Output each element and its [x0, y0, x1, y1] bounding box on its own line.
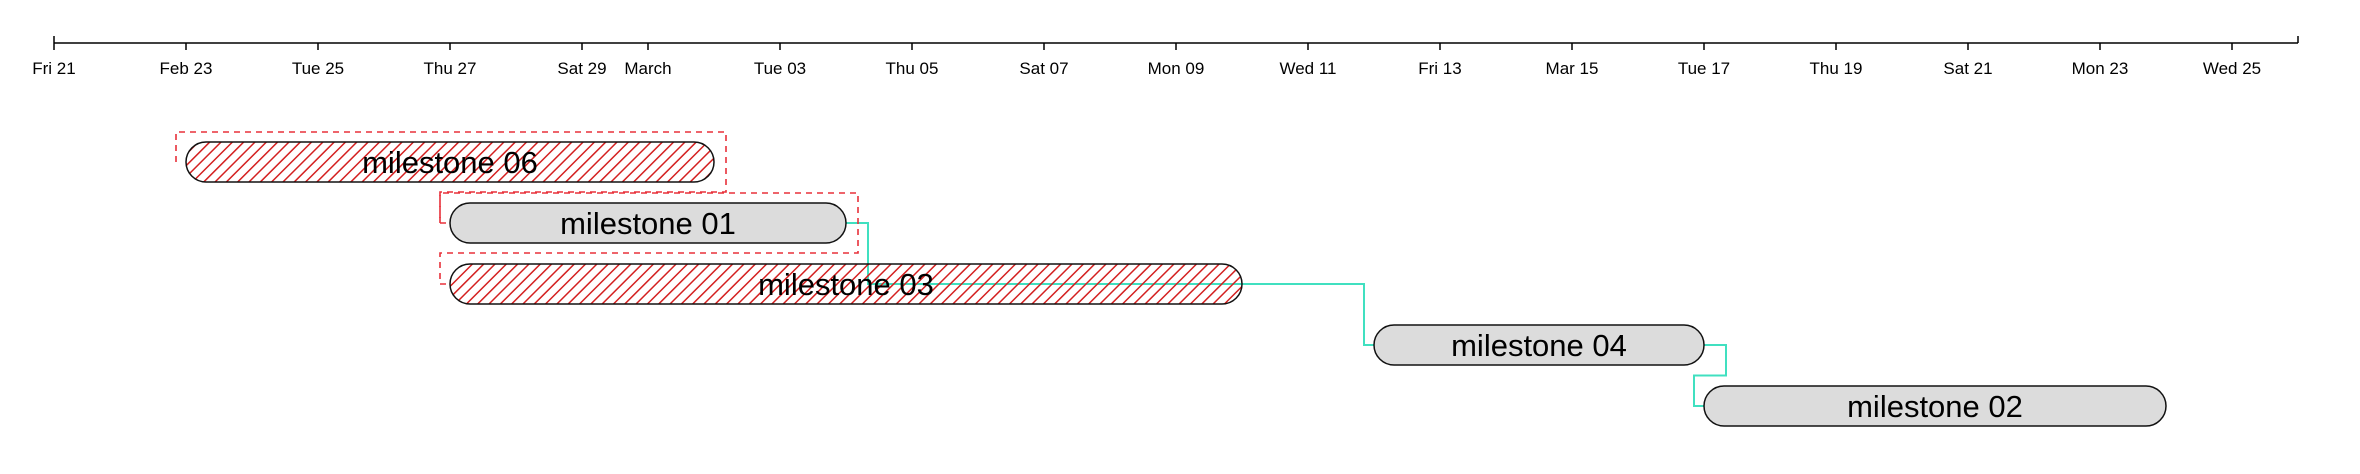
tick-label: Wed 25: [2203, 59, 2261, 78]
tick-label: Fri 13: [1418, 59, 1461, 78]
task-bar-shape: [185, 141, 715, 183]
tick-label: Mon 23: [2072, 59, 2129, 78]
task-bars: milestone 06 milestone 01 milestone 03 mile…: [185, 141, 2167, 427]
dependency-link: [1693, 344, 1727, 407]
task-bar-label: milestone 06: [362, 145, 538, 180]
tick-label: Sat 29: [557, 59, 606, 78]
task-bar-shape: [449, 263, 1243, 305]
tick-label: Sat 07: [1019, 59, 1068, 78]
task-bar-label: milestone 03: [758, 267, 934, 302]
tick-label: Tue 25: [292, 59, 344, 78]
task-bar: milestone 02: [1703, 385, 2167, 427]
tick-label: Thu 05: [886, 59, 939, 78]
dependency-links: [846, 222, 1727, 407]
task-bar-shape: [1703, 385, 2167, 427]
task-bar: milestone 04: [1373, 324, 1705, 366]
overlap-marker: [439, 192, 859, 285]
tick-label: Feb 23: [160, 59, 213, 78]
task-bar: milestone 06: [185, 141, 715, 183]
task-bar-shape: [449, 202, 847, 244]
tick-label: Mar 15: [1546, 59, 1599, 78]
task-bar-shape: [1373, 324, 1705, 366]
tick-label: Thu 27: [424, 59, 477, 78]
tick-label: Wed 11: [1279, 59, 1336, 78]
task-bar: milestone 03: [449, 263, 1243, 305]
tick-label: Tue 03: [754, 59, 806, 78]
tick-label: Sat 21: [1943, 59, 1992, 78]
tick-label: Tue 17: [1678, 59, 1730, 78]
tick-label: Thu 19: [1810, 59, 1863, 78]
task-bar-label: milestone 01: [560, 206, 736, 241]
tick-label: Mon 09: [1148, 59, 1205, 78]
overlap-markers: [175, 131, 859, 285]
task-bar-label: milestone 02: [1847, 389, 2023, 424]
task-bar-label: milestone 04: [1451, 328, 1627, 363]
x-axis: Fri 21 Feb 23 Tue 25 Thu 27 Sat 29 March Tue 0…: [32, 36, 2299, 78]
task-bar: milestone 01: [449, 202, 847, 244]
tick-label: Fri 21: [32, 59, 75, 78]
tick-label: March: [624, 59, 671, 78]
